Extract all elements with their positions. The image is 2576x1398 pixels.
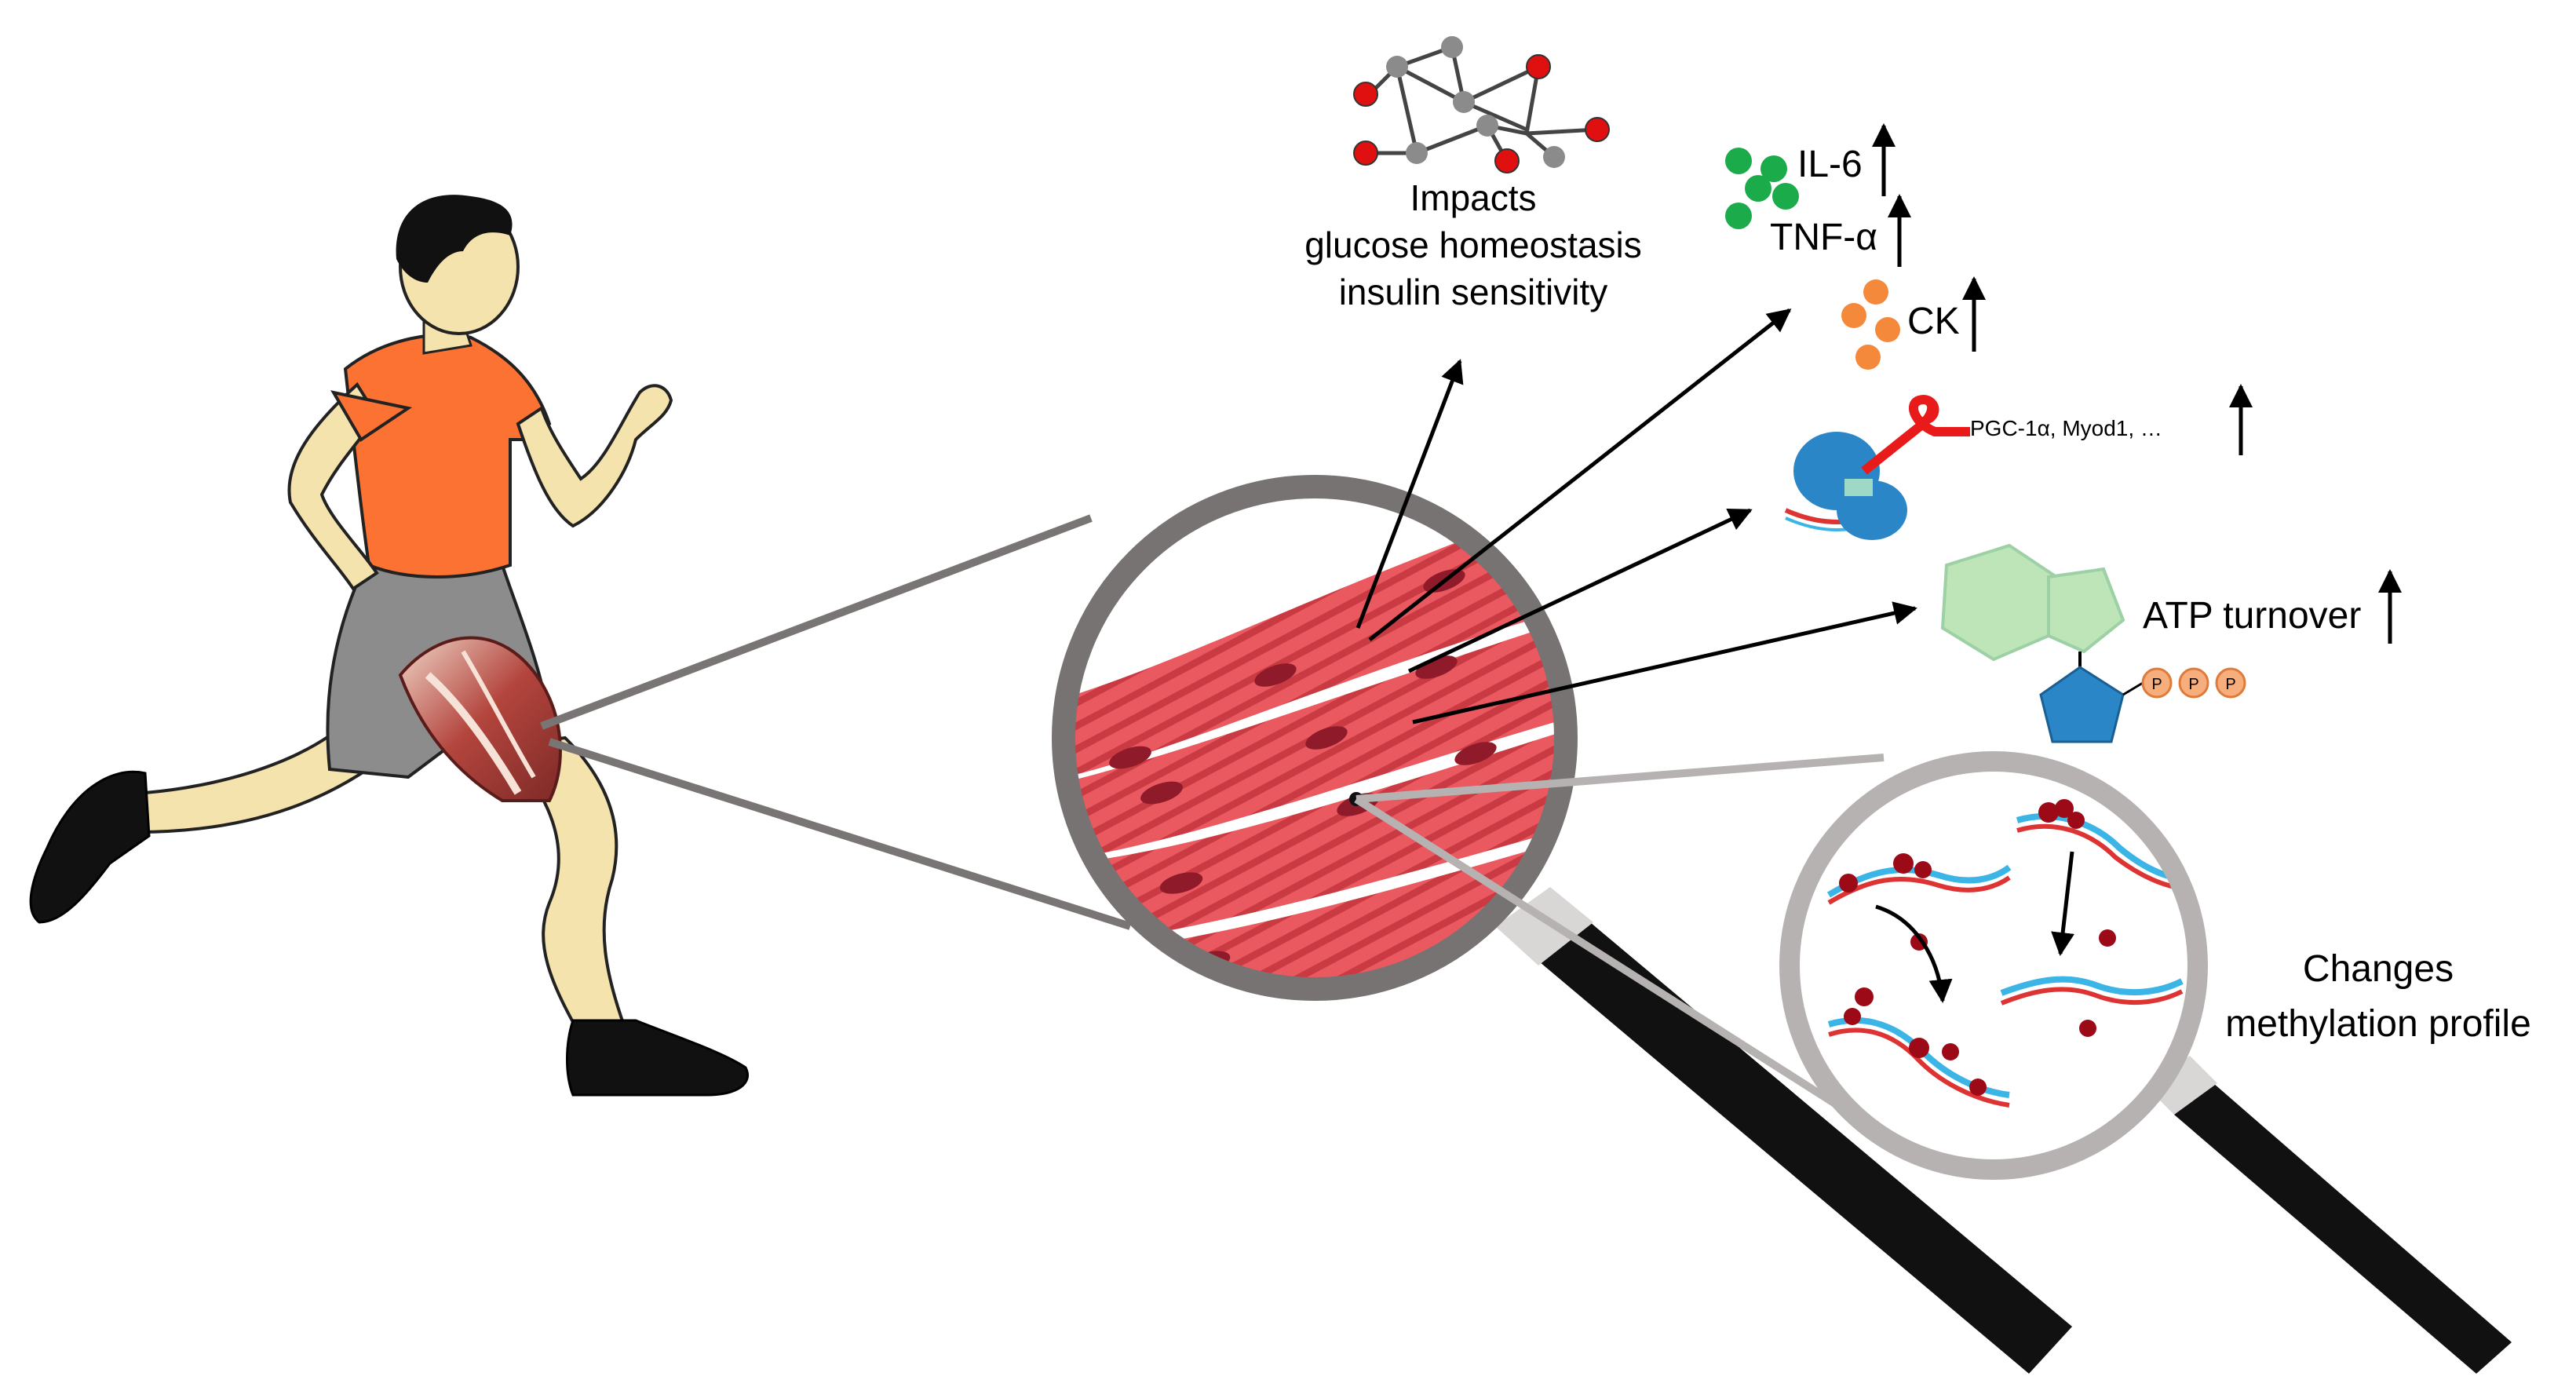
magnifier-dna-rim xyxy=(1779,751,2208,1180)
runner-shirt xyxy=(343,333,552,579)
il6-label: IL-6 xyxy=(1797,144,1863,185)
magnifier-dna-handle xyxy=(2174,1083,2512,1374)
atp-molecule-icon: P P P xyxy=(1940,543,2246,743)
methylation-profile-label: methylation profile xyxy=(2225,1003,2531,1045)
ck-cluster-icon xyxy=(1841,279,1900,370)
dna-strands xyxy=(1826,799,2191,1108)
zoom-line-dna-bottom xyxy=(1354,795,1855,1119)
magnifier-dna xyxy=(1779,751,2512,1374)
runner-front-shoe xyxy=(566,1019,749,1097)
impacts-glucose-label: glucose homeostasis xyxy=(1304,224,1642,265)
effect-arrows xyxy=(1356,308,1917,725)
phosphate-label-1: P xyxy=(2151,676,2162,693)
muscle-fiber-1 xyxy=(1064,487,1566,785)
zoom-line-bottom xyxy=(548,738,1132,930)
tnf-label: TNF-α xyxy=(1770,217,1877,258)
ribosome-mrna-icon xyxy=(1784,395,1970,540)
impacts-insulin-label: insulin sensitivity xyxy=(1339,272,1608,312)
zoom-line-top xyxy=(540,514,1093,730)
changes-label: Changes xyxy=(2303,948,2454,990)
magnifier-muscle xyxy=(1052,475,2072,1374)
runner-hair xyxy=(396,195,513,283)
impacts-label: Impacts xyxy=(1410,177,1536,218)
runner-figure xyxy=(29,195,749,1097)
molecule-network-icon xyxy=(1353,36,1610,173)
phosphate-label-3: P xyxy=(2225,676,2235,693)
muscle-nuclei xyxy=(1109,569,1497,973)
runner-back-shoe xyxy=(29,770,151,924)
magnifier-muscle-rim xyxy=(1052,475,1578,1001)
phosphate-label-2: P xyxy=(2188,676,2198,693)
methyl-groups xyxy=(1839,799,2116,1096)
runner-front-arm xyxy=(516,384,673,528)
atp-label: ATP turnover xyxy=(2143,595,2361,637)
genes-label: PGC-1α, Myod1, … xyxy=(1970,416,2162,440)
zoom-line-dna-top xyxy=(1356,754,1885,803)
cytokine-cluster-icon xyxy=(1725,148,1799,229)
magnifier-muscle-handle xyxy=(1534,918,2072,1374)
runner-back-arm xyxy=(287,381,379,591)
ck-label: CK xyxy=(1907,301,1960,342)
